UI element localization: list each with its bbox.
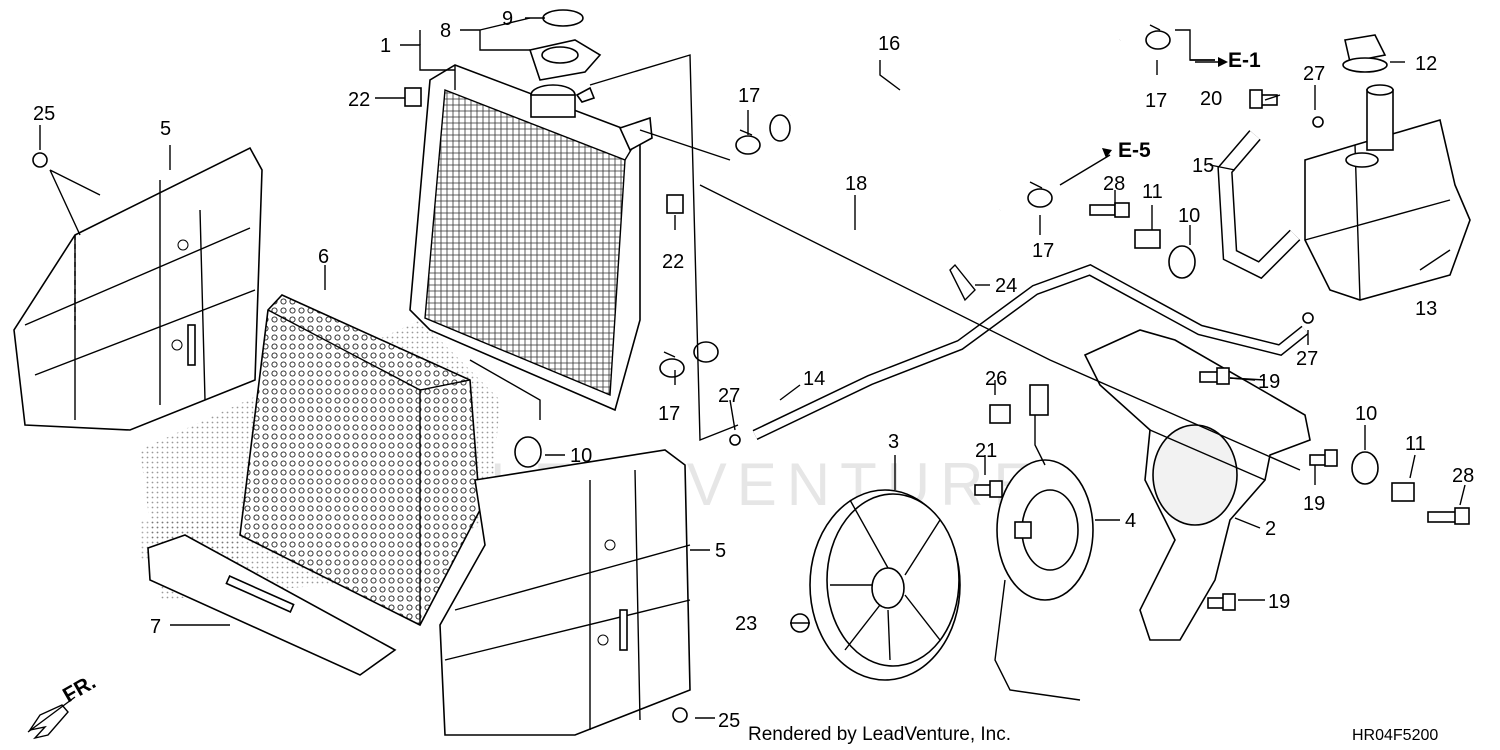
- fan-bracket: [1083, 329, 1311, 641]
- callout-21: 21: [975, 440, 997, 462]
- front-arrow: FR.: [27, 670, 100, 740]
- reserve-tank-cap: [1342, 34, 1388, 73]
- hose-clamp: [659, 351, 685, 378]
- callout-27-c: 27: [718, 385, 740, 407]
- fan-motor: [994, 384, 1094, 701]
- collar: [1391, 482, 1415, 502]
- hose-clamp: [1145, 24, 1171, 50]
- overflow-tube: [752, 263, 1309, 440]
- lower-screen: [140, 520, 397, 676]
- callout-4: 4: [1125, 510, 1136, 532]
- push-rivet: [672, 707, 688, 723]
- callout-1: 1: [380, 35, 391, 57]
- callout-22-a: 22: [348, 89, 370, 111]
- leader-lines: [39, 17, 1466, 719]
- callout-5-right: 5: [715, 540, 726, 562]
- callout-10-a: 10: [570, 445, 592, 467]
- callout-19-a: 19: [1258, 371, 1280, 393]
- callout-25-a: 25: [33, 103, 55, 125]
- push-rivet: [32, 152, 48, 168]
- callout-3: 3: [888, 431, 899, 453]
- callout-28-a: 28: [1103, 173, 1125, 195]
- callout-12: 12: [1415, 53, 1437, 75]
- callout-24: 24: [995, 275, 1017, 297]
- bolt: [1199, 367, 1230, 385]
- bolt: [974, 480, 1003, 498]
- clip: [989, 404, 1011, 424]
- footer-credit: Rendered by LeadVenture, Inc.: [748, 724, 1011, 745]
- clip: [666, 194, 684, 214]
- grommet: [514, 436, 542, 468]
- callout-19-c: 19: [1268, 591, 1290, 613]
- tube-clip: [1302, 312, 1314, 324]
- callout-25-b: 25: [718, 710, 740, 732]
- lower-hose: [693, 200, 1002, 363]
- callout-19-b: 19: [1303, 493, 1325, 515]
- bolt: [1089, 202, 1130, 218]
- callout-17-a: 17: [738, 85, 760, 107]
- ref-e5: E-5: [1102, 139, 1151, 162]
- clip: [404, 87, 422, 107]
- callout-27-a: 27: [1303, 63, 1325, 85]
- radiator-cap: [528, 39, 602, 81]
- cap-seal: [542, 9, 584, 27]
- callout-27-b: 27: [1296, 348, 1318, 370]
- cooling-fan: [809, 489, 961, 681]
- grommet: [1168, 245, 1196, 279]
- callout-18: 18: [845, 173, 867, 195]
- reserve-tank: [1304, 84, 1471, 301]
- left-fan-shroud: [13, 146, 263, 431]
- bolt: [1249, 89, 1278, 109]
- callout-10-c: 10: [1355, 403, 1377, 425]
- band: [949, 263, 976, 302]
- bolt: [1309, 449, 1338, 467]
- callout-11-b: 11: [1405, 433, 1426, 455]
- svg-text:E-1: E-1: [1228, 49, 1261, 72]
- callout-9: 9: [502, 8, 513, 30]
- collar: [1134, 229, 1161, 249]
- grommet: [1351, 451, 1379, 485]
- hose-clamp: [1027, 181, 1053, 208]
- callout-17-d: 17: [658, 403, 680, 425]
- tube-clip: [1312, 116, 1324, 128]
- callout-7: 7: [150, 616, 161, 638]
- bolt: [1207, 593, 1236, 611]
- callout-23: 23: [735, 613, 757, 635]
- callout-22-b: 22: [662, 251, 684, 273]
- callout-5-left: 5: [160, 118, 171, 140]
- callout-26: 26: [985, 368, 1007, 390]
- svg-text:E-5: E-5: [1118, 139, 1151, 162]
- callout-14: 14: [803, 368, 825, 390]
- callout-20: 20: [1200, 88, 1222, 110]
- callout-2: 2: [1265, 518, 1276, 540]
- callout-8: 8: [440, 20, 451, 42]
- upper-hose: [769, 35, 1129, 142]
- callout-28-b: 28: [1452, 465, 1474, 487]
- radiator: [409, 64, 653, 420]
- callout-15: 15: [1192, 155, 1214, 177]
- diagram-code: HR04F5200: [1352, 727, 1438, 744]
- bolt: [1427, 507, 1470, 525]
- tube-clip: [729, 434, 741, 446]
- hose-clamp: [735, 129, 761, 155]
- callout-13: 13: [1415, 298, 1437, 320]
- callout-6: 6: [318, 246, 329, 268]
- callout-17-b: 17: [1145, 90, 1167, 112]
- callout-11-a: 11: [1142, 181, 1163, 203]
- callout-10-b: 10: [1178, 205, 1200, 227]
- ref-e1: E-1: [1195, 49, 1261, 72]
- right-fan-shroud: [439, 449, 691, 736]
- reserve-tube: [1217, 130, 1301, 280]
- callout-numbers: 1 2 3 4 5 5 6 7 8 9 10 10 10 11 11 12 13…: [33, 8, 1474, 732]
- front-label: FR.: [59, 670, 100, 707]
- callout-16: 16: [878, 33, 900, 55]
- callout-17-c: 17: [1032, 240, 1054, 262]
